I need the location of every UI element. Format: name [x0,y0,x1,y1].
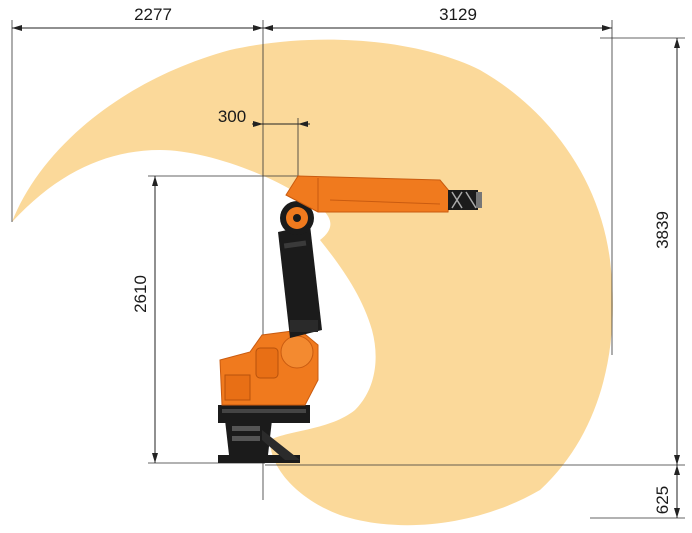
robot-body [219,329,319,406]
robot-elbow [280,201,314,235]
dimension-top: 2277 3129 [11,5,613,500]
dim-reach-back: 2277 [134,5,172,24]
dim-reach-front: 3129 [439,5,477,24]
dimension-right: 3839 625 [265,37,685,519]
dimension-offset: 300 [218,107,310,178]
workspace-envelope [12,39,613,526]
dim-reach-height: 3839 [653,211,672,249]
robot-lower-arm [278,225,322,338]
dim-offset: 300 [218,107,246,126]
dimension-arm-height: 2610 [131,175,300,464]
dim-reach-below: 625 [653,486,672,514]
robot-upper-arm [285,175,482,213]
dim-arm-height: 2610 [131,275,150,313]
robot [218,175,482,463]
robot-base [218,405,310,463]
